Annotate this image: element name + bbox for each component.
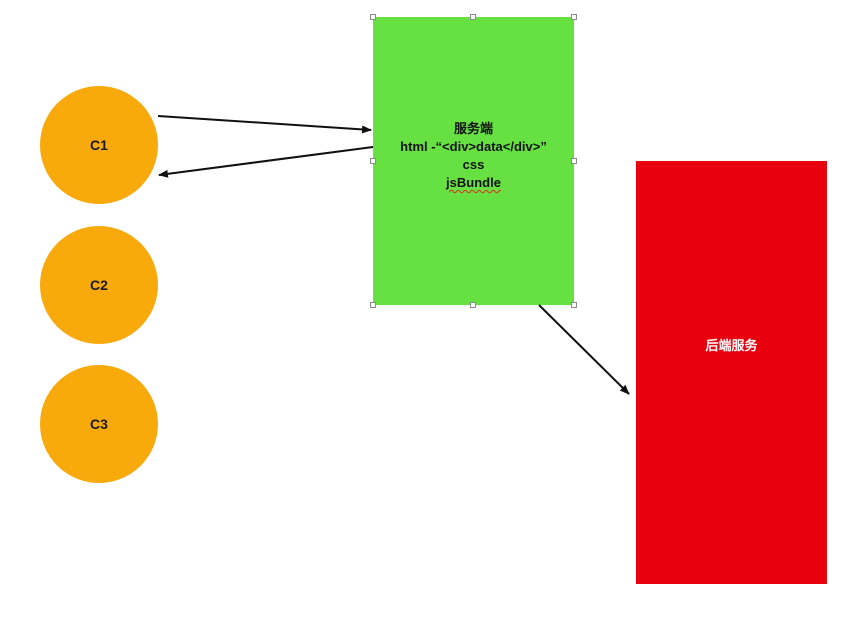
server-css-line: css (462, 157, 485, 172)
client-c2-label: C2 (90, 277, 108, 293)
server-jsbundle-line: jsBundle (446, 175, 501, 190)
arrow-server-to-backend[interactable] (538, 304, 630, 395)
resize-handle-bottom-center[interactable] (470, 302, 476, 308)
resize-handle-bottom-right[interactable] (571, 302, 577, 308)
arrow-c1-to-server[interactable] (157, 115, 372, 134)
server-html-line: html -“<div>data</div>” (400, 139, 547, 154)
resize-handle-top-center[interactable] (470, 14, 476, 20)
client-c2-node[interactable]: C2 (40, 226, 158, 344)
resize-handle-middle-left[interactable] (370, 158, 376, 164)
server-text-block: 服务端 html -“<div>data</div>” css jsBundle (373, 120, 574, 192)
arrow-server-to-c1[interactable] (158, 146, 374, 178)
client-c3-node[interactable]: C3 (40, 365, 158, 483)
backend-service-label: 后端服务 (705, 338, 758, 353)
server-node[interactable]: 服务端 html -“<div>data</div>” css jsBundle (373, 17, 574, 305)
client-c3-label: C3 (90, 416, 108, 432)
client-c1-label: C1 (90, 137, 108, 153)
resize-handle-top-right[interactable] (571, 14, 577, 20)
resize-handle-top-left[interactable] (370, 14, 376, 20)
resize-handle-bottom-left[interactable] (370, 302, 376, 308)
resize-handle-middle-right[interactable] (571, 158, 577, 164)
backend-service-node[interactable]: 后端服务 (636, 161, 827, 584)
server-title: 服务端 (453, 121, 493, 136)
client-c1-node[interactable]: C1 (40, 86, 158, 204)
